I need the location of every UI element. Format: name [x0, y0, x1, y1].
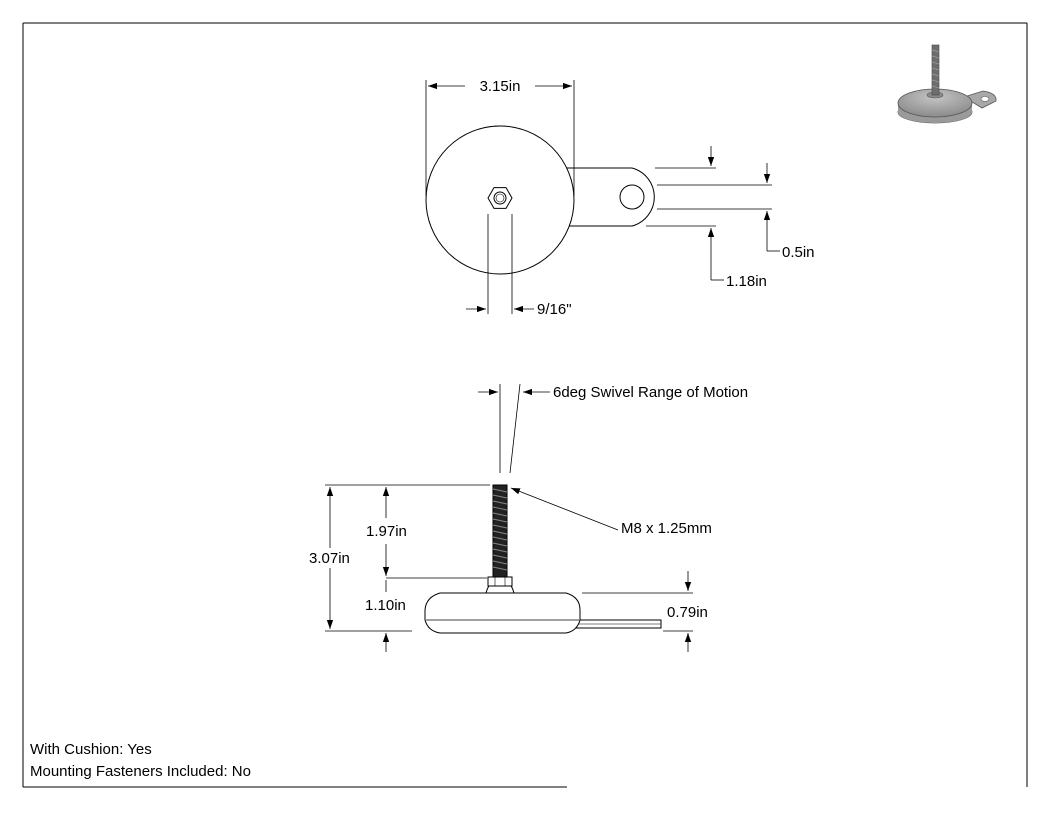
dim-hex: 9/16" — [466, 214, 572, 318]
notes-block: With Cushion: Yes Mounting Fasteners Inc… — [30, 739, 251, 783]
dim-tab-height-label: 0.79in — [667, 604, 708, 621]
dim-thread: M8 x 1.25mm — [510, 487, 712, 537]
dim-overall-height: 3.07in — [309, 484, 490, 632]
isometric-view — [897, 44, 997, 124]
side-view-base — [424, 592, 581, 634]
side-view: 6deg Swivel Range of Motion M8 x 1.25mm … — [309, 383, 748, 652]
note-fasteners: Mounting Fasteners Included: No — [30, 763, 251, 780]
top-view: 3.15in 9/16" 0.5in 1.1 — [425, 78, 815, 318]
dim-stud-height-label: 1.97in — [366, 523, 407, 540]
dim-base-height: 1.10in — [365, 580, 406, 652]
dim-stud-height: 1.97in — [366, 487, 487, 579]
dim-tab-height: 0.79in — [582, 571, 708, 652]
sheet-border — [22, 22, 1028, 788]
side-view-tab — [565, 619, 662, 629]
dim-slot-label: 0.5in — [782, 244, 815, 261]
dim-diameter: 3.15in — [425, 78, 575, 196]
dim-overall-height-label: 3.07in — [309, 550, 350, 567]
note-cushion: With Cushion: Yes — [30, 741, 152, 758]
dim-tab: 1.18in — [646, 146, 767, 290]
dim-diameter-label: 3.15in — [480, 78, 521, 95]
dim-base-height-label: 1.10in — [365, 597, 406, 614]
dim-thread-label: M8 x 1.25mm — [621, 520, 712, 537]
top-view-tab — [559, 167, 655, 227]
dim-tab-label: 1.18in — [726, 273, 767, 290]
dim-swivel: 6deg Swivel Range of Motion — [478, 383, 748, 474]
top-view-stud-inner — [495, 193, 505, 203]
top-view-tab-hole — [619, 184, 645, 210]
dim-swivel-label: 6deg Swivel Range of Motion — [553, 384, 748, 401]
dim-slot: 0.5in — [657, 163, 815, 261]
side-view-hex-nut — [487, 576, 513, 587]
side-view-threaded-stud — [492, 484, 508, 578]
dim-hex-label: 9/16" — [537, 301, 572, 318]
